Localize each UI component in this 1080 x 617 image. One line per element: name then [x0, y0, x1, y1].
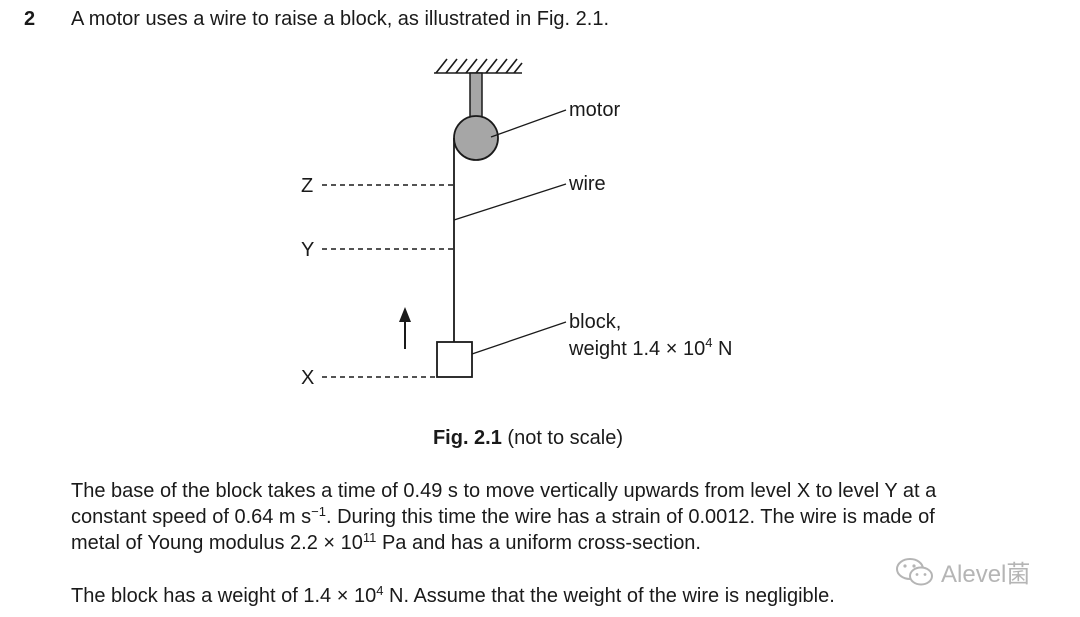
block-label-line1: block, — [569, 311, 621, 333]
motor-support-rod — [469, 72, 483, 118]
wechat-icon — [895, 556, 935, 588]
level-x-label: X — [301, 367, 314, 389]
watermark-text: Alevel菌 — [941, 561, 1031, 588]
paragraph-1-line-2: constant speed of 0.64 m s−1. During thi… — [71, 504, 935, 528]
figure-caption: Fig. 2.1 (not to scale) — [0, 427, 1056, 450]
paragraph-1-line-1: The base of the block takes a time of 0.… — [71, 480, 937, 502]
paragraph-1: The base of the block takes a time of 0.… — [71, 478, 936, 556]
paragraph-1-line-3: metal of Young modulus 2.2 × 1011 Pa and… — [71, 530, 701, 554]
level-z-label: Z — [301, 175, 313, 197]
question-number: 2 — [24, 8, 36, 30]
motor-label: motor — [569, 99, 620, 121]
motor-leader-line — [490, 109, 567, 138]
up-arrow-icon — [399, 307, 411, 349]
figure-caption-number: Fig. 2.1 — [432, 427, 502, 449]
block-leader-line — [471, 321, 567, 355]
figure-caption-note: (not to scale) — [501, 427, 624, 449]
block-label-line2: weight 1.4 × 104 N — [568, 335, 732, 360]
level-y-label: Y — [301, 239, 314, 261]
paragraph-2: The block has a weight of 1.4 × 104 N. A… — [71, 583, 835, 607]
question-intro: A motor uses a wire to raise a block, as… — [71, 8, 610, 30]
wire-leader-line — [453, 183, 567, 221]
motor-pulley — [453, 115, 499, 161]
ceiling-hatching — [434, 58, 523, 74]
block — [436, 341, 473, 378]
wire-label: wire — [568, 173, 606, 195]
watermark: Alevel菌 — [895, 554, 1030, 589]
